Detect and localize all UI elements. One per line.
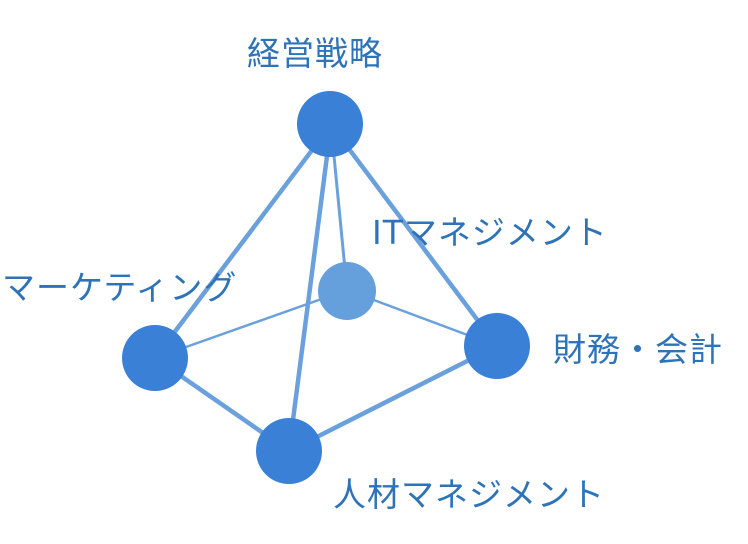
node-right — [464, 313, 530, 379]
label-back: ITマネジメント — [372, 213, 608, 252]
node-left — [122, 325, 188, 391]
label-bottom: 人材マネジメント — [333, 475, 605, 514]
label-top: 経営戦略 — [247, 34, 383, 73]
edge-bottom-right — [286, 343, 500, 454]
label-left: マーケティング — [2, 268, 238, 307]
edge-top-right — [328, 122, 500, 349]
edge-top-left — [152, 122, 334, 361]
node-back — [318, 262, 376, 320]
label-right: 財務・会計 — [553, 330, 723, 369]
node-top — [297, 91, 363, 157]
node-bottom — [256, 418, 322, 484]
edge-left-back — [153, 288, 349, 360]
edge-top-bottom — [286, 122, 334, 454]
